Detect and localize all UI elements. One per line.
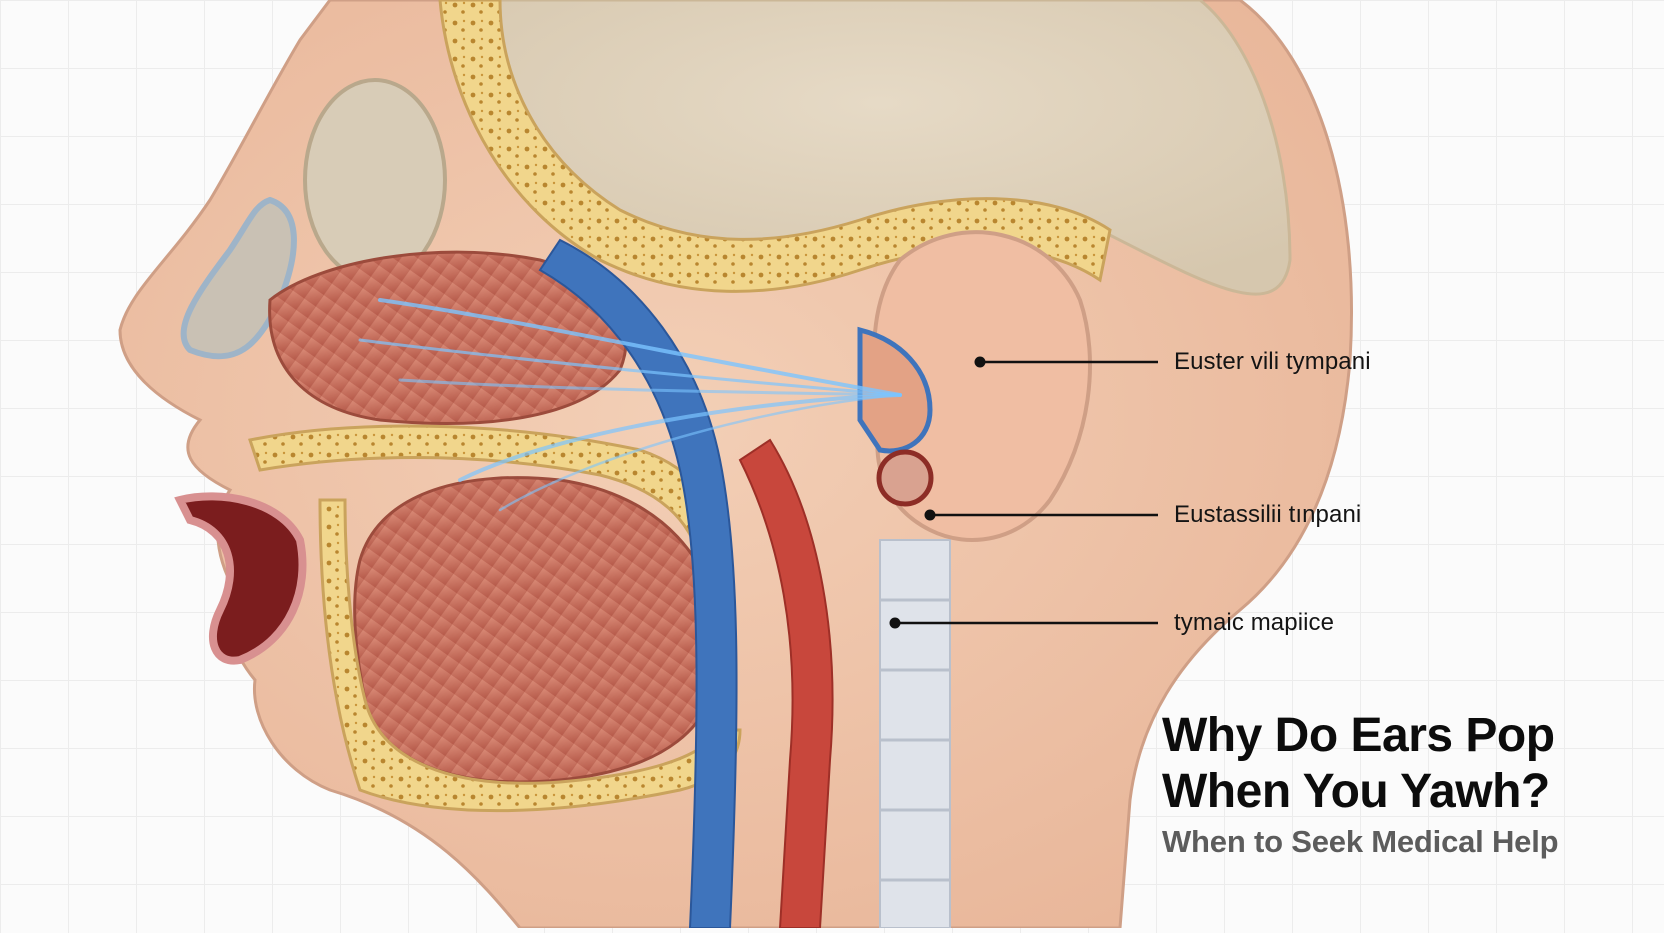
tongue-muscle [353,476,722,784]
title-block: Why Do Ears Pop When You Yawh? When to S… [1162,708,1642,860]
callout-lines [889,356,1158,629]
callout-label-3: tymaic mapiice [1174,609,1335,636]
title: Why Do Ears Pop When You Yawh? [1162,708,1642,820]
subtitle: When to Seek Medical Help [1162,824,1559,859]
skull-bone [438,0,1112,293]
ear-canal [857,326,933,454]
callout-label-2: Eustassilii tınpani [1174,501,1362,528]
eye-orbit [303,78,447,282]
nasal-cavity [180,196,297,360]
title-line-2: When You Yawh? [1162,765,1550,818]
airflow-streams [358,298,902,512]
cochlea [876,449,934,507]
cervical-spine [879,539,951,929]
open-mouth [174,492,307,665]
title-line-1: Why Do Ears Pop [1162,709,1555,762]
callout-label-1: Euster vili tympani [1174,348,1371,375]
